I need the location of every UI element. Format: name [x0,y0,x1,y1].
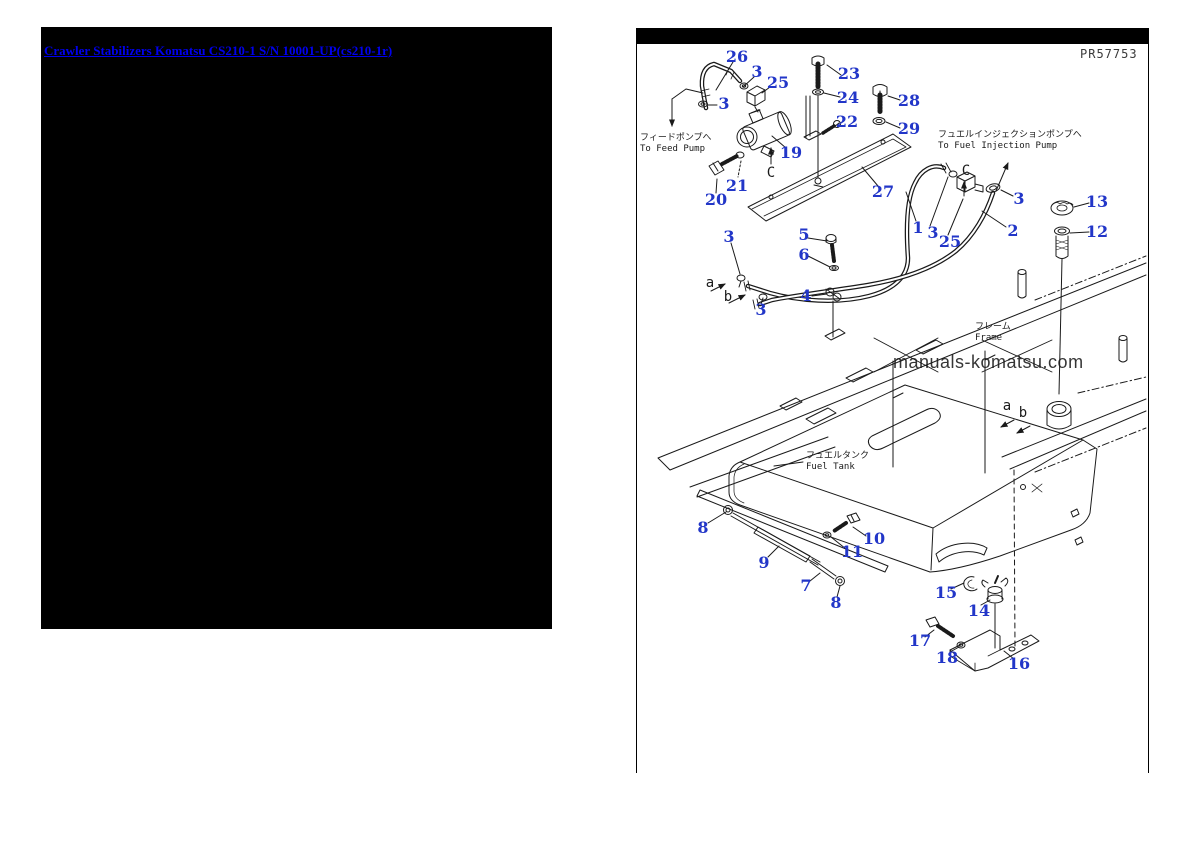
part-label-en: To Feed Pump [640,144,706,154]
diagram-panel [636,28,1149,773]
callout-9: 9 [758,553,770,572]
view-letter-C: C [961,163,971,179]
callout-8: 8 [697,518,709,537]
part-label-jp: フュエルタンク [806,451,870,461]
callout-3: 3 [723,227,735,246]
callout-23: 23 [837,64,861,83]
callout-18: 18 [935,648,959,667]
callout-4: 4 [800,286,812,305]
callout-3: 3 [718,94,730,113]
callout-10: 10 [862,529,886,548]
callout-6: 6 [798,245,810,264]
callout-3: 3 [751,62,763,81]
model-catalog-link[interactable]: Crawler Stabilizers Komatsu CS210-1 S/N … [44,43,393,58]
callout-28: 28 [897,91,921,110]
callout-19: 19 [779,143,803,162]
view-letter-a: a [1002,398,1012,414]
callout-13: 13 [1085,192,1109,211]
diagram-top-bar [637,28,1148,44]
callout-5: 5 [798,225,810,244]
callout-8: 8 [830,593,842,612]
part-label-en: Frame [975,333,1003,343]
callout-11: 11 [840,542,864,561]
callout-27: 27 [871,182,895,201]
callout-3: 3 [755,300,767,319]
callout-29: 29 [897,119,921,138]
drawing-number: PR57753 [1080,47,1138,61]
view-letter-b: b [1018,405,1028,421]
part-label-en: Fuel Tank [806,462,855,472]
callout-22: 22 [835,112,859,131]
callout-20: 20 [704,190,728,209]
callout-3: 3 [1013,189,1025,208]
callout-7: 7 [800,576,812,595]
callout-26: 26 [725,47,749,66]
callout-16: 16 [1007,654,1031,673]
view-letter-a: a [705,275,715,291]
part-label-jp: フレーム [975,322,1011,332]
callout-24: 24 [836,88,860,107]
callout-17: 17 [908,631,932,650]
callout-3: 3 [927,223,939,242]
callout-25: 25 [938,232,962,251]
left-black-panel: Crawler Stabilizers Komatsu CS210-1 S/N … [41,27,552,629]
part-label-en: To Fuel Injection Pump [938,141,1058,151]
part-label-jp: フィードポンプへ [640,133,712,143]
part-label-jp: フュエルインジェクションポンプへ [938,130,1082,140]
callout-25: 25 [766,73,790,92]
callout-14: 14 [967,601,991,620]
view-letter-b: b [723,289,733,305]
callout-2: 2 [1007,221,1019,240]
callout-1: 1 [912,218,924,237]
callout-12: 12 [1085,222,1109,241]
callout-21: 21 [725,176,749,195]
view-letter-C: C [766,165,776,181]
callout-15: 15 [934,583,958,602]
